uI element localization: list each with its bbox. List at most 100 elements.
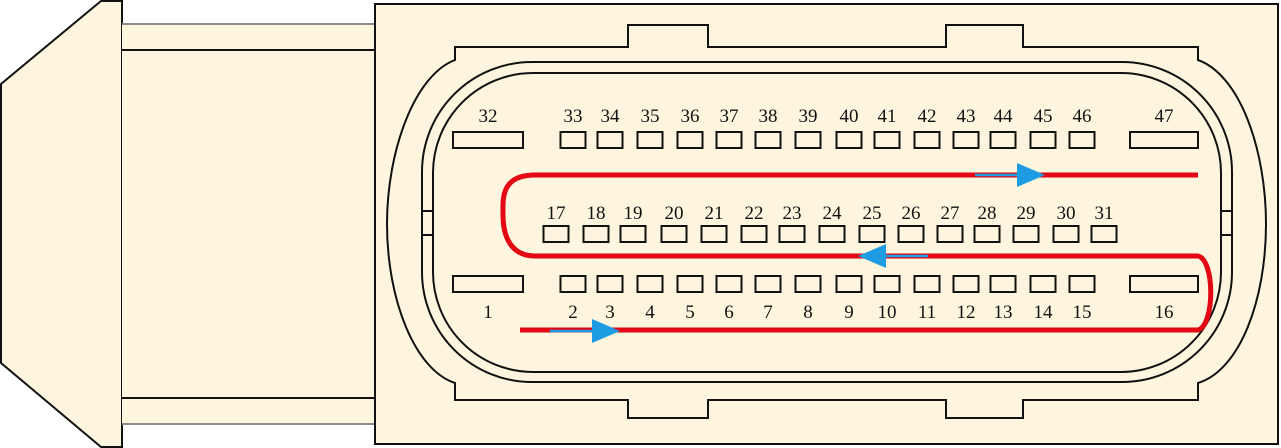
connector-housing — [374, 3, 1279, 445]
housing-notched-outline — [385, 24, 1268, 419]
pin-label: 27 — [941, 203, 960, 224]
pin-label: 29 — [1017, 203, 1036, 224]
pin-22 — [740, 225, 768, 243]
pin-label: 13 — [994, 302, 1013, 323]
pin-6 — [715, 275, 743, 293]
pin-label: 7 — [763, 302, 773, 323]
connector-neck-bottom-band — [122, 398, 375, 424]
pin-8 — [794, 275, 822, 293]
pin-2 — [559, 275, 587, 293]
pin-label: 40 — [840, 106, 859, 127]
pin-38 — [754, 131, 782, 149]
pin-46 — [1068, 131, 1096, 149]
pin-label: 16 — [1155, 302, 1174, 323]
pin-label: 6 — [724, 302, 734, 323]
pin-label: 2 — [568, 302, 578, 323]
pin-34 — [596, 131, 624, 149]
pin-label: 46 — [1073, 106, 1092, 127]
pin-33 — [559, 131, 587, 149]
connector-neck-top-band — [122, 24, 375, 50]
connector-cap — [0, 0, 123, 448]
pin-39 — [794, 131, 822, 149]
pin-label: 8 — [803, 302, 813, 323]
pin-35 — [636, 131, 664, 149]
pin-13 — [989, 275, 1017, 293]
pin-label: 34 — [601, 106, 621, 127]
pin-label: 30 — [1057, 203, 1076, 224]
pin-label: 45 — [1034, 106, 1053, 127]
pin-label: 20 — [665, 203, 684, 224]
pin-16 — [1129, 275, 1199, 293]
pin-label: 21 — [705, 203, 724, 224]
pin-label: 47 — [1155, 106, 1174, 127]
pin-label: 17 — [547, 203, 566, 224]
pin-label: 10 — [878, 302, 897, 323]
pin-23 — [778, 225, 806, 243]
left-latch-tab — [421, 210, 434, 236]
pin-label: 37 — [720, 106, 739, 127]
pin-20 — [660, 225, 688, 243]
flow-arrow-right-icon — [550, 319, 620, 343]
pin-label: 28 — [978, 203, 997, 224]
pin-11 — [913, 275, 941, 293]
pin-47 — [1129, 131, 1199, 149]
pin-28 — [973, 225, 1001, 243]
pin-42 — [913, 131, 941, 149]
pin-label: 3 — [605, 302, 615, 323]
pin-27 — [936, 225, 964, 243]
pin-label: 24 — [823, 203, 843, 224]
pin-19 — [619, 225, 647, 243]
pin-label: 32 — [479, 106, 498, 127]
pin-32 — [452, 131, 524, 149]
pin-label: 43 — [957, 106, 976, 127]
pin-18 — [582, 225, 610, 243]
pin-label: 4 — [645, 302, 655, 323]
pin-label: 15 — [1073, 302, 1092, 323]
right-latch-tab — [1220, 210, 1233, 236]
pin-label: 41 — [878, 106, 897, 127]
pin-label: 42 — [918, 106, 937, 127]
pin-5 — [676, 275, 704, 293]
pin-45 — [1029, 131, 1057, 149]
pin-label: 26 — [902, 203, 921, 224]
pin-label: 25 — [863, 203, 882, 224]
pin-label: 1 — [483, 302, 493, 323]
pin-label: 39 — [799, 106, 818, 127]
pin-1 — [452, 275, 524, 293]
pin-label: 38 — [759, 106, 778, 127]
pin-label: 31 — [1095, 203, 1114, 224]
pin-7 — [754, 275, 782, 293]
pin-label: 19 — [624, 203, 643, 224]
pin-14 — [1029, 275, 1057, 293]
pin-30 — [1052, 225, 1080, 243]
pin-label: 33 — [564, 106, 583, 127]
pin-15 — [1068, 275, 1096, 293]
pin-24 — [818, 225, 846, 243]
pin-label: 11 — [918, 302, 936, 323]
flow-arrow-left-icon — [858, 244, 928, 268]
pin-label: 9 — [844, 302, 854, 323]
pin-26 — [897, 225, 925, 243]
pin-29 — [1012, 225, 1040, 243]
pin-37 — [715, 131, 743, 149]
pin-4 — [636, 275, 664, 293]
pin-17 — [542, 225, 570, 243]
pin-label: 12 — [957, 302, 976, 323]
pin-label: 36 — [681, 106, 700, 127]
signal-path — [500, 172, 1214, 333]
pin-label: 23 — [783, 203, 802, 224]
pin-43 — [952, 131, 980, 149]
pin-label: 35 — [641, 106, 660, 127]
pin-36 — [676, 131, 704, 149]
pin-label: 44 — [994, 106, 1014, 127]
connector-neck — [122, 50, 375, 398]
pin-31 — [1090, 225, 1118, 243]
flow-arrow-right-icon — [975, 163, 1045, 187]
pin-label: 5 — [685, 302, 695, 323]
pin-40 — [835, 131, 863, 149]
pin-41 — [873, 131, 901, 149]
pin-44 — [989, 131, 1017, 149]
pin-10 — [873, 275, 901, 293]
pin-label: 18 — [587, 203, 606, 224]
